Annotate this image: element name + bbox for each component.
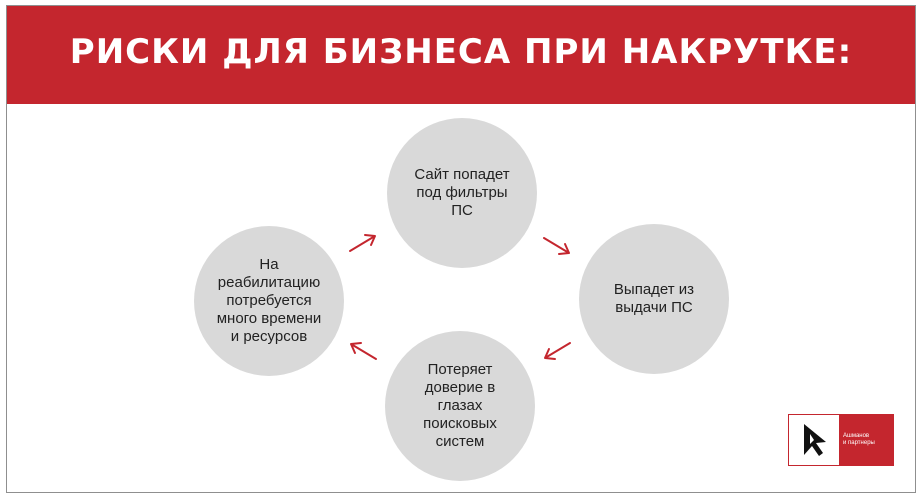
- arrow-icon: [350, 342, 377, 360]
- company-logo: Ашманов и партнеры: [788, 414, 894, 466]
- cycle-node-label: Сайт попадет под фильтры ПС: [414, 166, 510, 219]
- arrow-icon: [543, 237, 570, 255]
- cycle-node-drop-out: Выпадет из выдачи ПС: [579, 224, 729, 374]
- slide-title: РИСКИ ДЛЯ БИЗНЕСА ПРИ НАКРУТКЕ:: [69, 32, 853, 72]
- title-banner: РИСКИ ДЛЯ БИЗНЕСА ПРИ НАКРУТКЕ:: [7, 6, 915, 104]
- slide-frame: РИСКИ ДЛЯ БИЗНЕСА ПРИ НАКРУТКЕ: Сайт поп…: [6, 5, 916, 493]
- logo-line-1: Ашманов: [843, 433, 870, 439]
- arrow-icon: [349, 234, 376, 252]
- logo-line-2: и партнеры: [843, 440, 875, 446]
- cycle-node-rehabilitation: На реабилитацию потребуется много времен…: [194, 226, 344, 376]
- cycle-node-filters: Сайт попадет под фильтры ПС: [387, 118, 537, 268]
- cycle-node-label: На реабилитацию потребуется много времен…: [216, 256, 322, 345]
- cycle-node-label: Потеряет доверие в глазах поисковых сист…: [423, 361, 497, 450]
- cycle-node-trust-loss: Потеряет доверие в глазах поисковых сист…: [385, 331, 535, 481]
- cycle-node-label: Выпадет из выдачи ПС: [613, 281, 695, 316]
- logo-text: Ашманов и партнеры: [839, 415, 893, 465]
- arrow-icon: [544, 342, 571, 360]
- cursor-arrow-icon: [789, 415, 839, 465]
